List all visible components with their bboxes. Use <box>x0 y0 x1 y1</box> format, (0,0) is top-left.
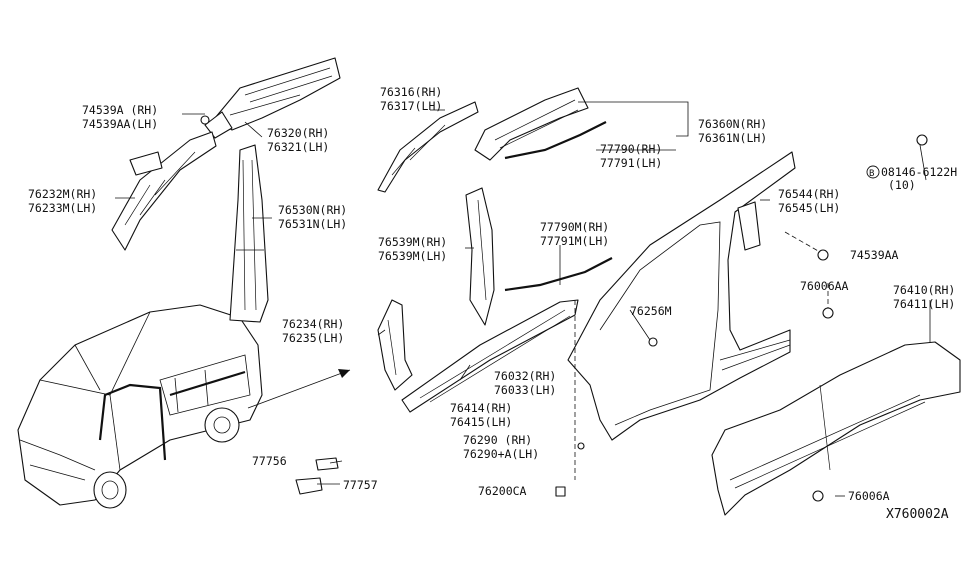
label-76544: 76544(RH) <box>778 187 840 201</box>
label-76232m: 76232M(RH) <box>28 187 97 201</box>
label-74539aa: 74539AA <box>850 248 899 262</box>
label-08146-b: B <box>869 169 874 179</box>
fasteners <box>200 115 928 502</box>
label-76320: 76320(RH) <box>267 126 329 140</box>
label-76531n: 76531N(LH) <box>278 217 347 231</box>
bolt-symbol-circle <box>866 165 880 179</box>
label-76233m: 76233M(LH) <box>28 201 97 215</box>
leader-lines <box>115 101 931 497</box>
label-76539m-lh: 76539M(LH) <box>378 249 447 263</box>
part-76316-pillar <box>377 101 479 193</box>
label-77791m: 77791M(LH) <box>540 234 609 248</box>
label-74539aa-lh: 74539AA(LH) <box>82 117 158 131</box>
part-76530n-b-pillar <box>229 144 269 323</box>
label-76200ca: 76200CA <box>478 484 527 498</box>
part-76544-bracket <box>737 201 761 251</box>
label-76415: 76415(LH) <box>450 415 512 429</box>
van-illustration <box>17 304 351 509</box>
label-76290: 76290 (RH) <box>463 433 532 447</box>
label-76006a: 76006A <box>848 489 890 503</box>
label-76234: 76234(RH) <box>282 317 344 331</box>
label-77756: 77756 <box>252 454 287 468</box>
part-76234-pillar-lower <box>377 299 413 391</box>
part-77790m-weatherstrip <box>504 257 613 292</box>
label-76530n: 76530N(RH) <box>278 203 347 217</box>
diagram-code: X760002A <box>886 507 949 522</box>
label-77757: 77757 <box>343 478 378 492</box>
label-76006aa: 76006AA <box>800 279 849 293</box>
label-76256m: 76256M <box>630 304 672 318</box>
label-77790: 77790(RH) <box>600 142 662 156</box>
label-76360n: 76360N(RH) <box>698 117 767 131</box>
label-74539a: 74539A (RH) <box>82 103 158 117</box>
part-labels: 74539A (RH) 74539AA(LH) 76320(RH) 76321(… <box>28 85 957 522</box>
label-08146: 08146-6122H <box>881 165 957 179</box>
label-76033: 76033(LH) <box>494 383 556 397</box>
label-76545: 76545(LH) <box>778 201 840 215</box>
label-76032: 76032(RH) <box>494 369 556 383</box>
label-77791: 77791(LH) <box>600 156 662 170</box>
label-08146-qty: (10) <box>888 178 916 192</box>
label-77790m: 77790M(RH) <box>540 220 609 234</box>
label-76410: 76410(RH) <box>893 283 955 297</box>
label-76539m-rh: 76539M(RH) <box>378 235 447 249</box>
label-76411: 76411(LH) <box>893 297 955 311</box>
label-76321: 76321(LH) <box>267 140 329 154</box>
part-76410-outer-sill <box>711 341 961 516</box>
part-76539m-pillar <box>465 187 495 326</box>
part-76414-sill <box>401 299 579 413</box>
label-76316: 76316(RH) <box>380 85 442 99</box>
part-body-side-outer <box>567 151 796 441</box>
part-76360n-roof-rail <box>474 87 589 161</box>
part-76232m-side-rail <box>111 131 217 251</box>
label-76317: 76317(LH) <box>380 99 442 113</box>
part-77790-weatherstrip <box>504 121 607 160</box>
label-76361n: 76361N(LH) <box>698 131 767 145</box>
label-76235: 76235(LH) <box>282 331 344 345</box>
label-76414: 76414(RH) <box>450 401 512 415</box>
label-76290a: 76290+A(LH) <box>463 447 539 461</box>
